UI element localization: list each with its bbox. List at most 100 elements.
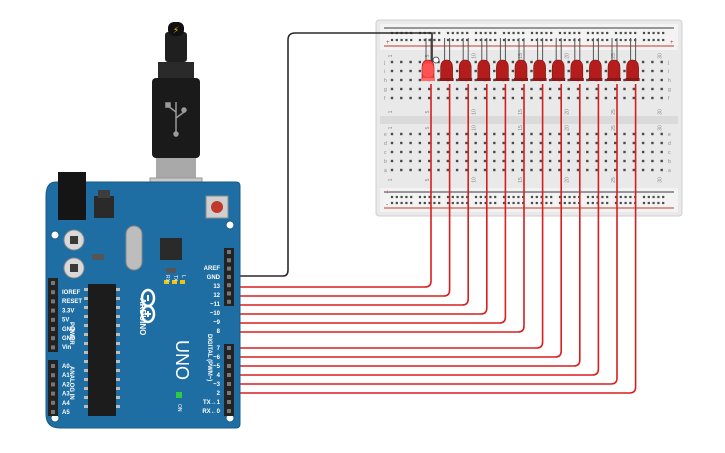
breadboard-hole <box>493 69 496 73</box>
signal-wire[interactable] <box>236 84 618 385</box>
signal-wire[interactable] <box>236 84 562 358</box>
rail-hole <box>484 38 487 42</box>
breadboard-hole <box>418 60 422 64</box>
power-jack[interactable] <box>58 172 86 220</box>
header-pin <box>227 266 231 271</box>
breadboard-hole <box>586 78 589 82</box>
breadboard-hole <box>455 168 459 172</box>
breadboard-hole <box>437 168 440 172</box>
rail-hole <box>512 201 515 205</box>
breadboard-hole <box>651 96 654 100</box>
rail-hole <box>446 38 450 42</box>
ground-wire[interactable] <box>234 32 433 277</box>
signal-wire[interactable] <box>236 84 581 367</box>
pin-label: GND <box>62 327 76 333</box>
led[interactable] <box>477 59 491 81</box>
signal-wire[interactable] <box>236 84 451 297</box>
header-pin <box>227 355 231 359</box>
breadboard-hole <box>483 96 487 100</box>
rail-hole <box>601 195 604 199</box>
led-lit[interactable] <box>421 59 435 81</box>
led[interactable] <box>551 59 565 81</box>
signal-wire[interactable] <box>236 84 600 376</box>
chip-pin <box>116 342 120 345</box>
led-rim <box>476 78 491 81</box>
rail-hole <box>418 195 422 199</box>
column-label: 5 <box>425 178 431 181</box>
breadboard-hole <box>390 159 394 163</box>
header-pin <box>51 391 55 396</box>
arduino-board[interactable]: RX TX L ON ARDUINO UNO DIGITAL (PWM~) PO… <box>45 172 241 429</box>
rail-hole <box>466 31 469 35</box>
breadboard-hole <box>623 168 626 172</box>
breadboard-hole <box>632 96 635 100</box>
rail-hole <box>601 38 604 42</box>
led[interactable] <box>458 59 472 81</box>
rail-hole <box>512 195 515 199</box>
signal-wire[interactable] <box>236 84 432 288</box>
rail-hole <box>456 201 459 205</box>
signal-wire[interactable] <box>236 84 544 349</box>
signal-wire[interactable] <box>236 84 637 394</box>
rail-hole <box>461 38 464 42</box>
breadboard-hole <box>502 132 505 136</box>
led[interactable] <box>496 59 509 81</box>
rail-hole <box>596 31 599 35</box>
breadboard-hole <box>400 78 403 82</box>
rail-hole <box>629 195 632 199</box>
breadboard-hole <box>446 141 449 145</box>
rail-hole <box>606 31 609 35</box>
breadboard-hole <box>558 87 561 91</box>
rail-hole <box>451 38 454 42</box>
led[interactable] <box>570 59 584 81</box>
rail-hole <box>474 31 478 35</box>
rail-hole <box>433 195 436 199</box>
breadboard-hole <box>483 87 487 91</box>
header-pin <box>227 400 231 404</box>
column-label: 1 <box>388 126 394 129</box>
row-label: c <box>668 150 671 156</box>
header-pin <box>227 373 231 377</box>
chip-pin <box>116 288 120 291</box>
chip-pin <box>116 378 120 381</box>
header-pin <box>51 317 55 322</box>
breadboard-hole <box>511 78 515 82</box>
breadboard-hole <box>483 159 487 163</box>
breadboard-hole <box>539 87 542 91</box>
led[interactable] <box>626 59 639 81</box>
row-label: d <box>384 141 387 147</box>
breadboard-hole <box>390 78 394 82</box>
signal-wire[interactable] <box>236 84 488 315</box>
breadboard-hole <box>576 159 580 163</box>
rail-hole <box>563 201 566 205</box>
breadboard-hole <box>567 141 570 145</box>
breadboard-hole <box>465 141 468 145</box>
rail-hole <box>428 201 431 205</box>
rail-hole <box>428 38 431 42</box>
led[interactable] <box>533 59 546 81</box>
breadboard-hole <box>632 159 635 163</box>
signal-wire[interactable] <box>236 84 507 324</box>
pin-label: A3 <box>62 392 70 398</box>
column-label: 10 <box>472 125 478 131</box>
breadboard-hole <box>548 159 552 163</box>
pin-label: RX←0 <box>202 409 220 415</box>
led[interactable] <box>607 59 621 81</box>
breadboard-hole <box>455 159 459 163</box>
rail-hole <box>545 201 548 205</box>
signal-wire[interactable] <box>236 84 469 306</box>
led[interactable] <box>589 59 602 81</box>
breadboard-hole <box>539 159 542 163</box>
rail-hole <box>451 31 454 35</box>
rail-hole <box>591 201 594 205</box>
rail-hole <box>446 195 450 199</box>
led[interactable] <box>440 59 453 81</box>
rx-led <box>164 280 169 284</box>
rail-hole <box>507 31 510 35</box>
breadboard-hole <box>660 168 663 172</box>
signal-wire[interactable] <box>236 84 525 333</box>
breadboard-hole <box>641 159 645 163</box>
led[interactable] <box>514 59 528 81</box>
header-pin <box>51 290 55 295</box>
